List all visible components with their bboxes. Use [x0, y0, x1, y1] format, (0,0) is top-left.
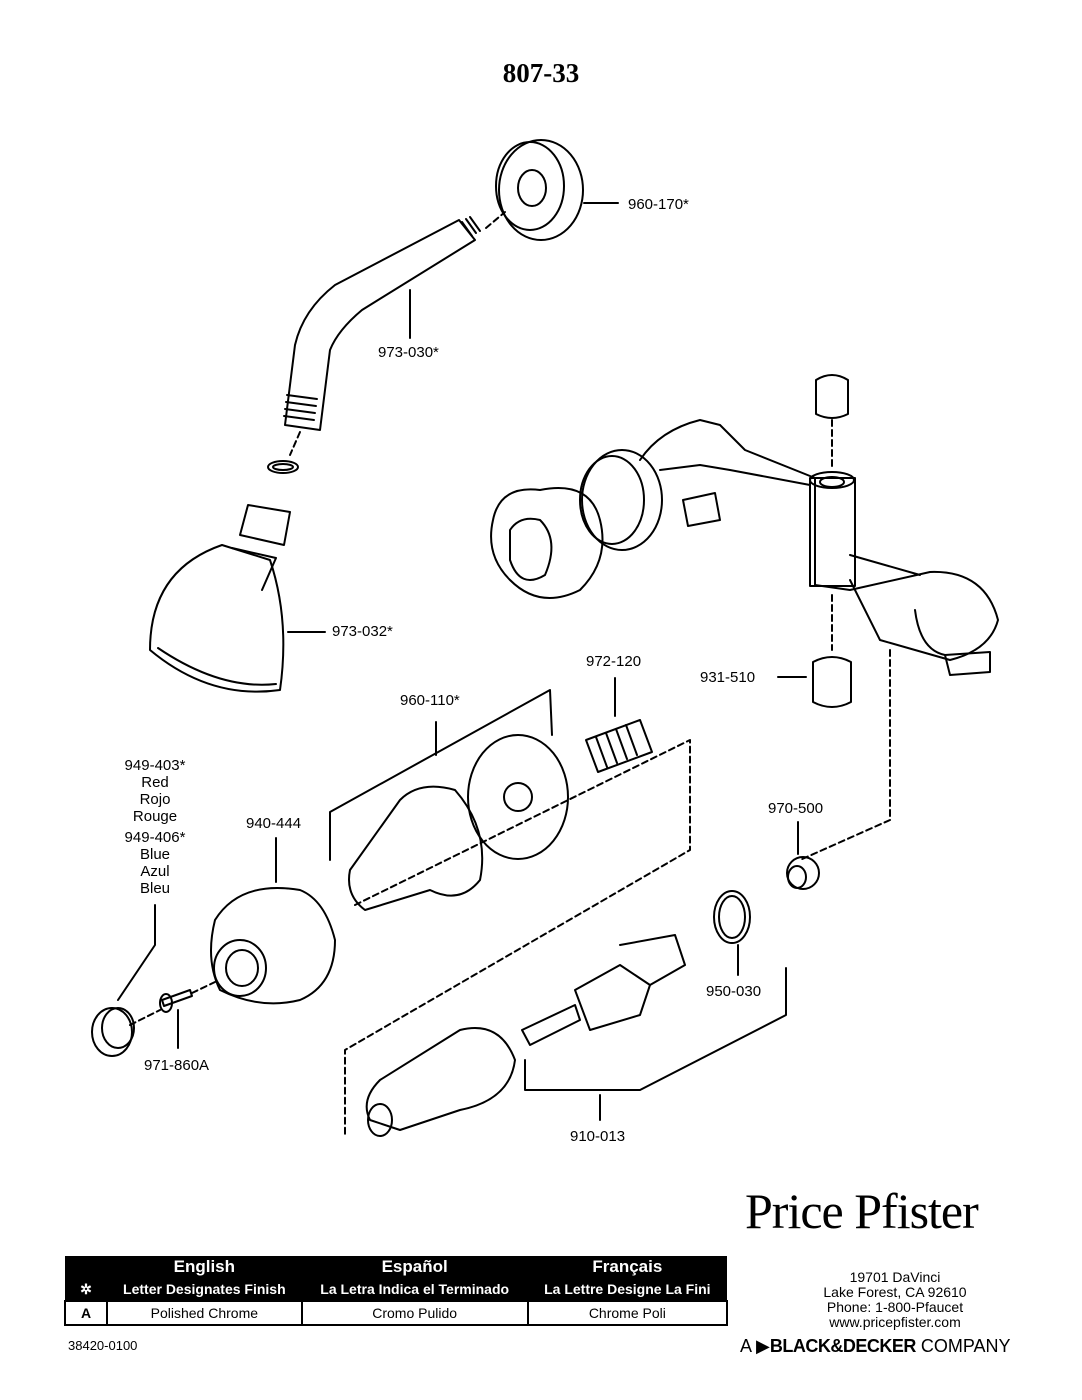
brand-address: 19701 DaVinci Lake Forest, CA 92610 Phon…	[770, 1270, 1020, 1330]
seat	[786, 821, 820, 890]
header-francais: La Lettre Designe La Fini	[527, 1278, 727, 1301]
finish-francais: Chrome Poli	[526, 1300, 729, 1326]
shower-arm-flange	[495, 139, 619, 241]
header-espanol: La Letra Indica el Terminado	[301, 1278, 528, 1301]
label-972-120: 972-120	[586, 653, 642, 670]
label-blue: Blue	[139, 846, 171, 863]
label-931-510: 931-510	[700, 669, 756, 686]
label-bleu: Bleu	[139, 880, 171, 897]
screw	[159, 981, 216, 1049]
shower-arm	[283, 211, 506, 456]
lang-english: English	[107, 1256, 302, 1278]
label-973-032: 973-032*	[332, 623, 393, 640]
index-button	[91, 904, 161, 1057]
address-line-2: Lake Forest, CA 92610	[823, 1284, 967, 1300]
finish-code: A	[64, 1300, 108, 1326]
label-red: Red	[141, 774, 169, 791]
label-949-403: 949-403*	[124, 757, 186, 774]
washer	[267, 460, 299, 474]
label-950-030: 950-030	[706, 983, 762, 1000]
label-940-444: 940-444	[246, 815, 302, 832]
finish-table-language-row: English Español Français	[65, 1256, 727, 1278]
company-name: BLACK&DECKER	[769, 1336, 917, 1356]
finish-table: English Español Français ✲ Letter Design…	[64, 1256, 729, 1326]
o-ring	[713, 890, 751, 976]
address-line-1: 19701 DaVinci	[849, 1269, 941, 1285]
valve-body	[490, 419, 999, 861]
company-logo-mark: ▶	[756, 1336, 770, 1356]
header-english: Letter Designates Finish	[107, 1278, 302, 1301]
label-949-406: 949-406*	[124, 829, 186, 846]
shower-head	[149, 504, 326, 693]
label-960-170: 960-170*	[628, 196, 689, 213]
threaded-nipple	[585, 677, 653, 773]
website: www.pricepfister.com	[829, 1314, 961, 1330]
stop-bottom	[777, 594, 852, 708]
document-number: 38420-0100	[68, 1338, 138, 1353]
lang-espanol: Español	[301, 1256, 528, 1278]
company-suffix: COMPANY	[920, 1336, 1011, 1356]
stem-cartridge	[365, 934, 787, 1137]
company-line: A ▶BLACK&DECKER COMPANY	[740, 1336, 1011, 1357]
label-970-500: 970-500	[768, 800, 824, 817]
handle	[210, 837, 336, 1005]
lang-francais: Français	[527, 1256, 727, 1278]
brand-logo: Price Pfister	[745, 1183, 979, 1239]
finish-english: Polished Chrome	[106, 1300, 303, 1326]
page-title: 807-33	[502, 58, 580, 88]
company-prefix: A	[740, 1336, 752, 1356]
finish-table-header-row: ✲ Letter Designates Finish La Letra Indi…	[65, 1278, 727, 1301]
label-azul: Azul	[140, 863, 170, 880]
label-rojo: Rojo	[139, 791, 171, 808]
phone: Phone: 1-800-Pfaucet	[826, 1299, 964, 1315]
label-960-110: 960-110*	[400, 692, 460, 709]
finish-espanol: Cromo Pulido	[300, 1300, 529, 1326]
label-rouge: Rouge	[132, 808, 178, 825]
label-910-013: 910-013	[570, 1128, 626, 1145]
label-973-030: 973-030*	[378, 344, 439, 361]
escutcheon	[329, 689, 691, 1136]
label-971-860A: 971-860A	[144, 1057, 210, 1074]
finish-symbol-icon: ✲	[65, 1278, 107, 1301]
stop-top	[815, 374, 849, 471]
table-row: A Polished Chrome Cromo Pulido Chrome Po…	[64, 1300, 729, 1326]
